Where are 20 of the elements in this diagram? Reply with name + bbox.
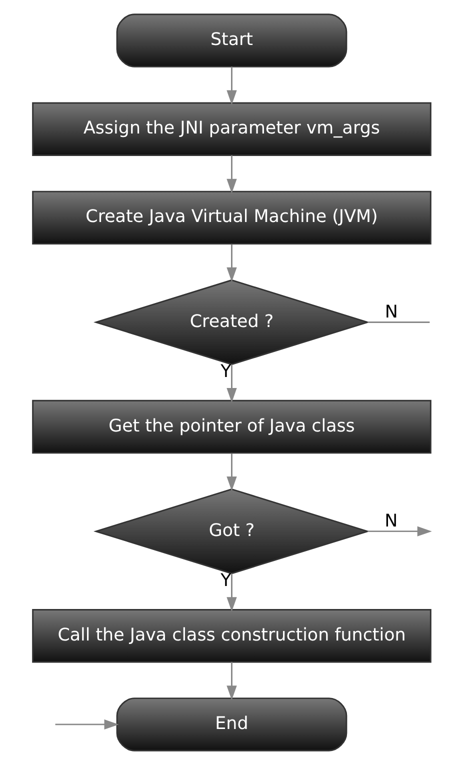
arrow [226, 364, 237, 403]
node-box: Call the Java class construction function [32, 609, 432, 663]
node-box: Assign the JNI parameter vm_args [32, 102, 432, 156]
connector [368, 322, 430, 323]
arrow [226, 453, 237, 492]
arrow [55, 719, 119, 730]
arrow [226, 155, 237, 194]
node-box: End [116, 698, 348, 752]
edge-label: N [384, 302, 398, 322]
node-box: Start [116, 14, 348, 68]
edge-label: N [384, 511, 398, 532]
node-diamond: Got ? [94, 488, 370, 574]
arrow [368, 526, 432, 536]
arrow [226, 66, 237, 105]
node-box: Create Java Virtual Machine (JVM) [32, 190, 432, 245]
arrow [226, 244, 237, 282]
node-diamond: Created ? [94, 279, 370, 366]
node-box: Get the pointer of Java class [32, 400, 432, 454]
arrow [226, 574, 237, 612]
arrow [226, 662, 237, 700]
